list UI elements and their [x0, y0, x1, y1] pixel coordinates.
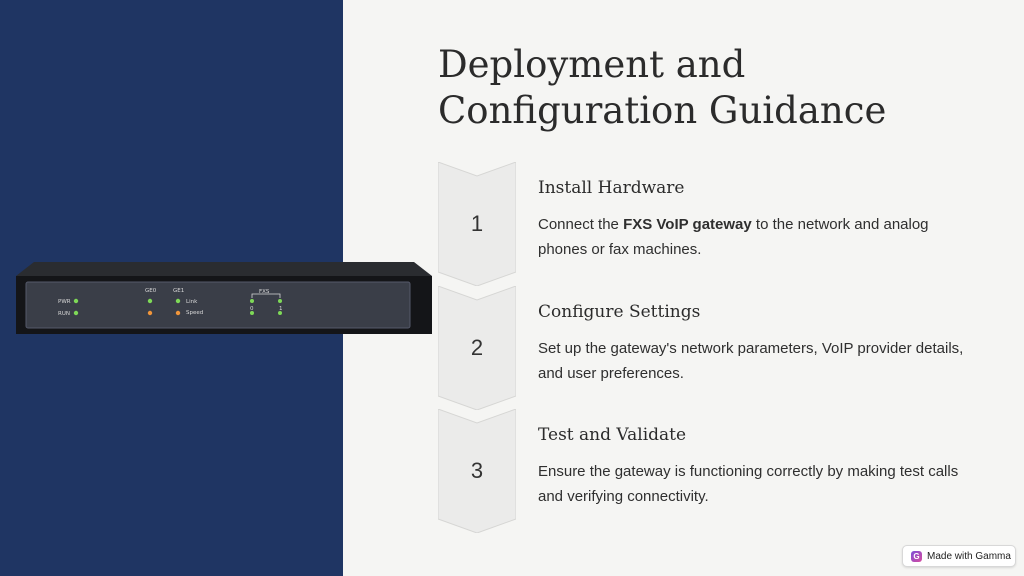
led-fxs-1-bottom — [278, 311, 282, 315]
led-label-ge1: GE1 — [173, 288, 184, 294]
step-3-body: Ensure the gateway is functioning correc… — [538, 459, 978, 509]
led-fxs-0-bottom — [250, 311, 254, 315]
led-label-speed: Speed — [186, 310, 203, 316]
step-2-chevron — [438, 286, 516, 410]
step-2-body: Set up the gateway's network parameters,… — [538, 336, 978, 386]
step-3-number: 3 — [470, 458, 484, 483]
led-label-run: RUN — [58, 311, 70, 317]
step-3-chevron — [438, 409, 516, 533]
led-fxs-1-top — [278, 299, 282, 303]
step-2-number: 2 — [470, 335, 484, 360]
led-ge0-speed — [147, 310, 153, 316]
step-3-heading: Test and Validate — [538, 425, 687, 445]
led-label-port-1: 1 — [279, 306, 283, 312]
led-label-fxs: FXS — [259, 289, 270, 295]
badge-label: Made with Gamma — [927, 550, 1011, 562]
led-label-port-0: 0 — [250, 306, 254, 312]
page-title: Deployment and Configuration Guidance — [438, 43, 887, 132]
led-fxs-0-top — [250, 299, 254, 303]
step-3-body-pre: Ensure the gateway is functioning correc… — [538, 463, 959, 505]
step-1-body-bold: FXS VoIP gateway — [623, 216, 752, 233]
step-1-body: Connect the FXS VoIP gateway to the netw… — [538, 212, 978, 262]
led-ge1-speed — [175, 310, 181, 316]
step-1-heading: Install Hardware — [538, 178, 685, 198]
led-label-ge0: GE0 — [145, 288, 157, 294]
led-run — [73, 310, 79, 316]
made-with-gamma-badge[interactable]: G Made with Gamma — [902, 545, 1016, 567]
gamma-logo-icon: G — [911, 550, 922, 562]
step-1-number: 1 — [470, 211, 484, 236]
step-2-body-pre: Set up the gateway's network parameters,… — [538, 340, 964, 382]
step-1-body-post: to the network and analog phones or fax … — [538, 216, 929, 258]
led-pwr — [73, 298, 79, 304]
step-1-chevron — [438, 162, 516, 286]
led-label-link: Link — [186, 299, 198, 305]
led-ge1-link — [175, 298, 181, 304]
led-label-pwr: PWR — [58, 299, 71, 305]
step-2-heading: Configure Settings — [538, 302, 701, 322]
voip-gateway-image: PWR RUN GE0 GE1 Link Speed FXS 0 1 — [16, 258, 432, 338]
step-1-body-pre: Connect the — [538, 216, 624, 233]
led-ge0-link — [147, 298, 153, 304]
